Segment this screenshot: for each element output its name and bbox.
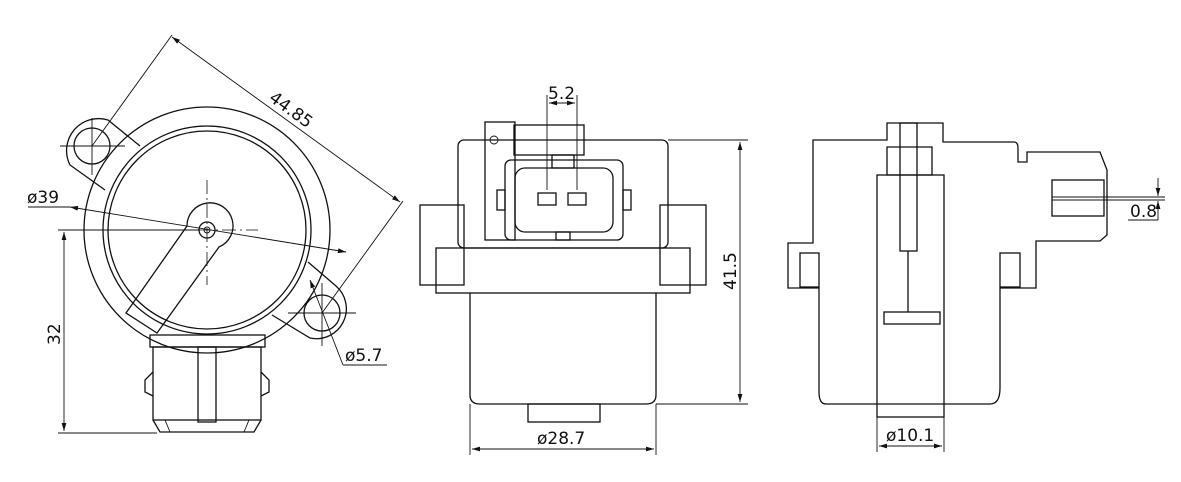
dim-gap-label: 0.8 (1130, 202, 1157, 222)
connector-plug (484, 121, 632, 241)
dim-side-height-label: 41.5 (721, 252, 741, 290)
connector-housing (144, 334, 270, 433)
dim-bore-label: ø10.1 (886, 426, 934, 446)
pin-2 (567, 192, 587, 206)
mounting-lug-left (60, 117, 141, 191)
dim-height-label: 32 (45, 323, 65, 345)
dim-pin-pitch-label: 5.2 (548, 84, 575, 104)
dim-diameter-label: ø39 (27, 188, 59, 208)
side-view: 5.2 41.5 ø28.7 (419, 84, 748, 455)
front-view: 44.85 ø39 32 ø5.7 (27, 34, 404, 434)
dim-side-diameter-label: ø28.7 (537, 429, 585, 449)
pin-1 (537, 192, 557, 206)
section-view: 0.8 ø10.1 (787, 122, 1165, 452)
lever-arm (125, 202, 234, 334)
dim-hole-label: ø5.7 (345, 346, 382, 366)
mounting-lug-right (271, 261, 356, 346)
